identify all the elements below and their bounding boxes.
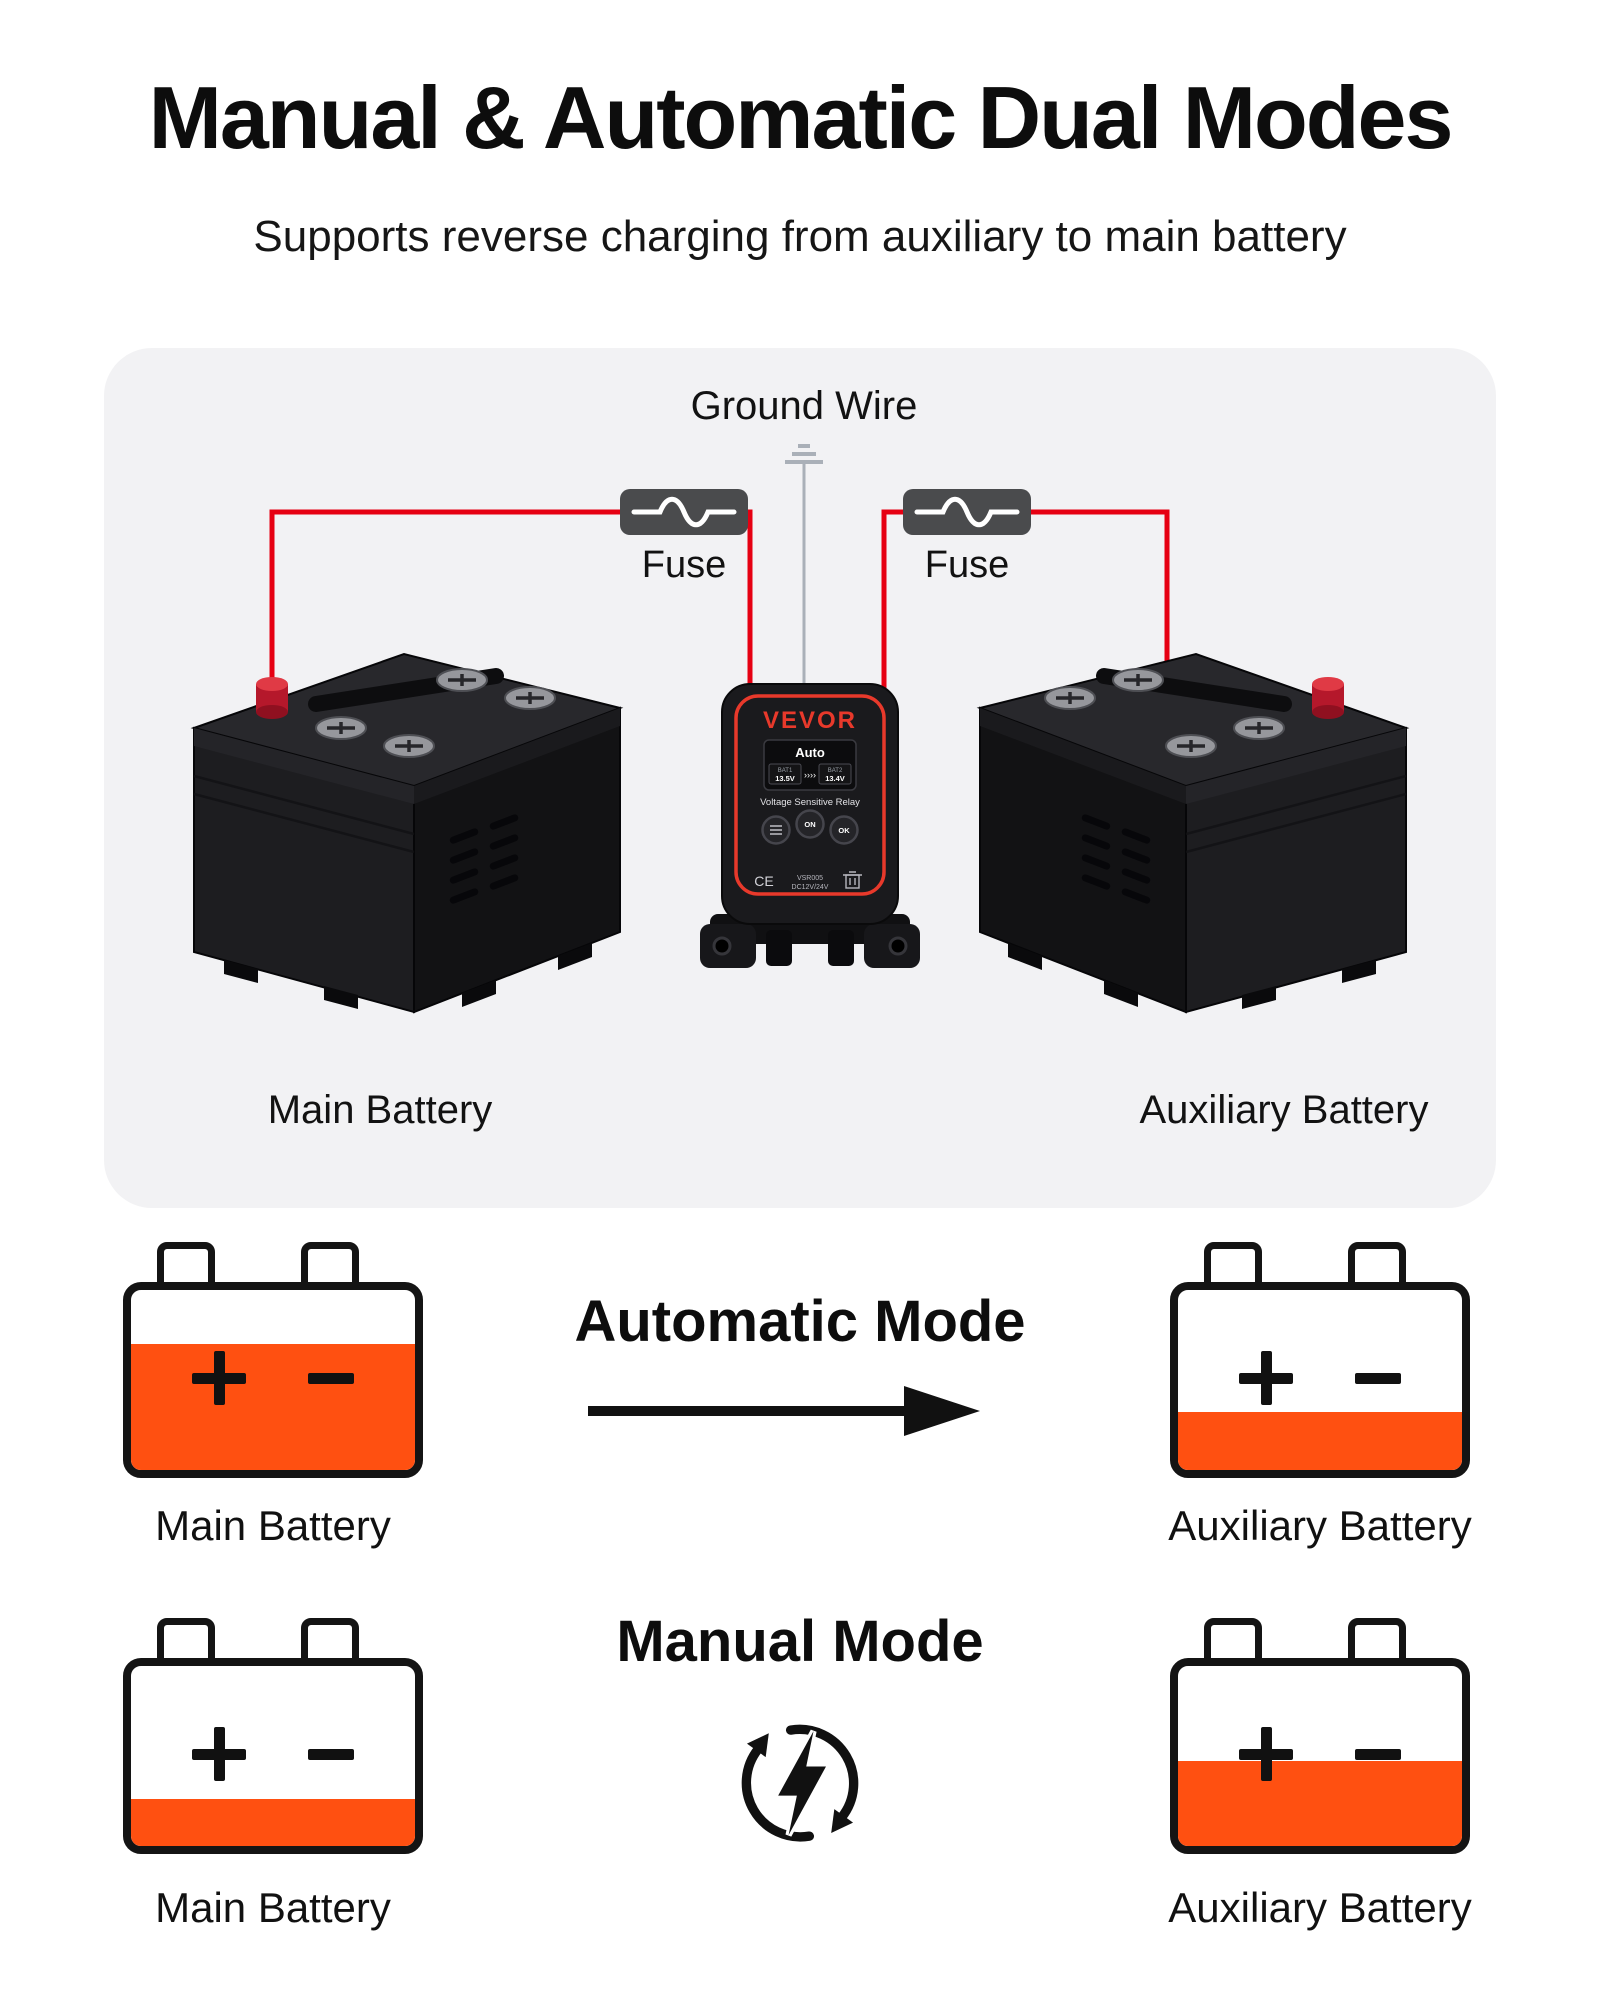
vent-slots bbox=[449, 814, 519, 904]
plus-icon bbox=[1239, 1351, 1294, 1405]
minus-icon bbox=[1354, 1748, 1401, 1760]
cell-caps bbox=[315, 668, 556, 758]
polarity-symbols bbox=[1178, 1348, 1462, 1408]
charge-fill bbox=[1178, 1412, 1462, 1470]
battery-body bbox=[1170, 1282, 1470, 1478]
left-power-wire bbox=[269, 509, 753, 704]
plus-icon bbox=[1239, 1727, 1294, 1781]
fuse-icon bbox=[620, 489, 748, 535]
polarity-symbols bbox=[131, 1348, 415, 1408]
weee-bin-icon bbox=[843, 871, 862, 889]
charge-fill bbox=[1178, 1761, 1462, 1846]
right-arrow-icon bbox=[588, 1386, 980, 1436]
manual-aux-label: Auxiliary Battery bbox=[1168, 1884, 1472, 1931]
right-fuse-label: Fuse bbox=[924, 544, 1010, 586]
aux-battery-3d bbox=[954, 580, 1434, 1040]
relay-red-outline bbox=[734, 694, 886, 896]
polarity-symbols bbox=[131, 1724, 415, 1784]
polarity-symbols bbox=[1178, 1724, 1462, 1784]
left-fuse-label: Fuse bbox=[641, 544, 727, 586]
auto-main-label: Main Battery bbox=[155, 1502, 391, 1549]
ground-icon bbox=[785, 444, 823, 690]
battery-icon-manual-main bbox=[123, 1618, 423, 1858]
ok-button: OK bbox=[829, 815, 859, 845]
ground-wire-label: Ground Wire bbox=[690, 384, 918, 428]
charge-fill bbox=[131, 1799, 415, 1846]
main-battery-label: Main Battery bbox=[267, 1088, 493, 1132]
wiring-diagram-panel: VEVOR Auto BAT1 13.5V ›››› BAT2 13.4V Vo… bbox=[104, 348, 1496, 1208]
minus-icon bbox=[307, 1372, 354, 1384]
plus-icon bbox=[192, 1351, 247, 1405]
battery-icon-auto-aux bbox=[1170, 1242, 1470, 1482]
svg-text:BAT1: BAT1 bbox=[778, 768, 793, 774]
page-title: Manual & Automatic Dual Modes bbox=[148, 68, 1454, 167]
model-number: VSR005 bbox=[797, 875, 823, 882]
red-terminal-cap bbox=[256, 677, 288, 719]
battery-body bbox=[1170, 1658, 1470, 1854]
ce-mark: CE bbox=[754, 873, 773, 889]
aux-battery-label: Auxiliary Battery bbox=[1139, 1088, 1429, 1132]
svg-text:OK: OK bbox=[838, 826, 850, 835]
voltage-spec: DC12V/24V bbox=[792, 884, 829, 891]
brand-logo: VEVOR bbox=[763, 707, 857, 734]
manual-mode-heading: Manual Mode bbox=[616, 1609, 984, 1674]
sync-bolt-icon bbox=[741, 1724, 859, 1842]
on-button: ON bbox=[795, 809, 825, 839]
charge-fill bbox=[131, 1344, 415, 1470]
main-battery-3d bbox=[190, 652, 624, 1014]
svg-text:››››: ›››› bbox=[804, 770, 816, 780]
relay-screen: Auto BAT1 13.5V ›››› BAT2 13.4V bbox=[763, 739, 857, 791]
svg-text:13.4V: 13.4V bbox=[825, 774, 845, 783]
svg-text:13.5V: 13.5V bbox=[775, 774, 795, 783]
battery-body bbox=[123, 1282, 423, 1478]
vsr-relay-device: VEVOR Auto BAT1 13.5V ›››› BAT2 13.4V Vo… bbox=[700, 683, 920, 968]
minus-icon bbox=[1354, 1372, 1401, 1384]
automatic-mode-heading: Automatic Mode bbox=[574, 1289, 1026, 1354]
svg-text:BAT2: BAT2 bbox=[828, 768, 843, 774]
page-subtitle: Supports reverse charging from auxiliary… bbox=[253, 212, 1347, 261]
minus-icon bbox=[307, 1748, 354, 1760]
battery-icon-manual-aux bbox=[1170, 1618, 1470, 1858]
plus-icon bbox=[192, 1727, 247, 1781]
auto-aux-label: Auxiliary Battery bbox=[1168, 1502, 1472, 1549]
battery-icon-auto-main bbox=[123, 1242, 423, 1482]
svg-text:ON: ON bbox=[804, 820, 815, 829]
device-name: Voltage Sensitive Relay bbox=[760, 797, 860, 808]
manual-main-label: Main Battery bbox=[155, 1884, 391, 1931]
battery-body bbox=[123, 1658, 423, 1854]
setup-button bbox=[761, 815, 791, 845]
fuse-icon bbox=[903, 489, 1031, 535]
mode-readout: Auto bbox=[795, 745, 825, 760]
